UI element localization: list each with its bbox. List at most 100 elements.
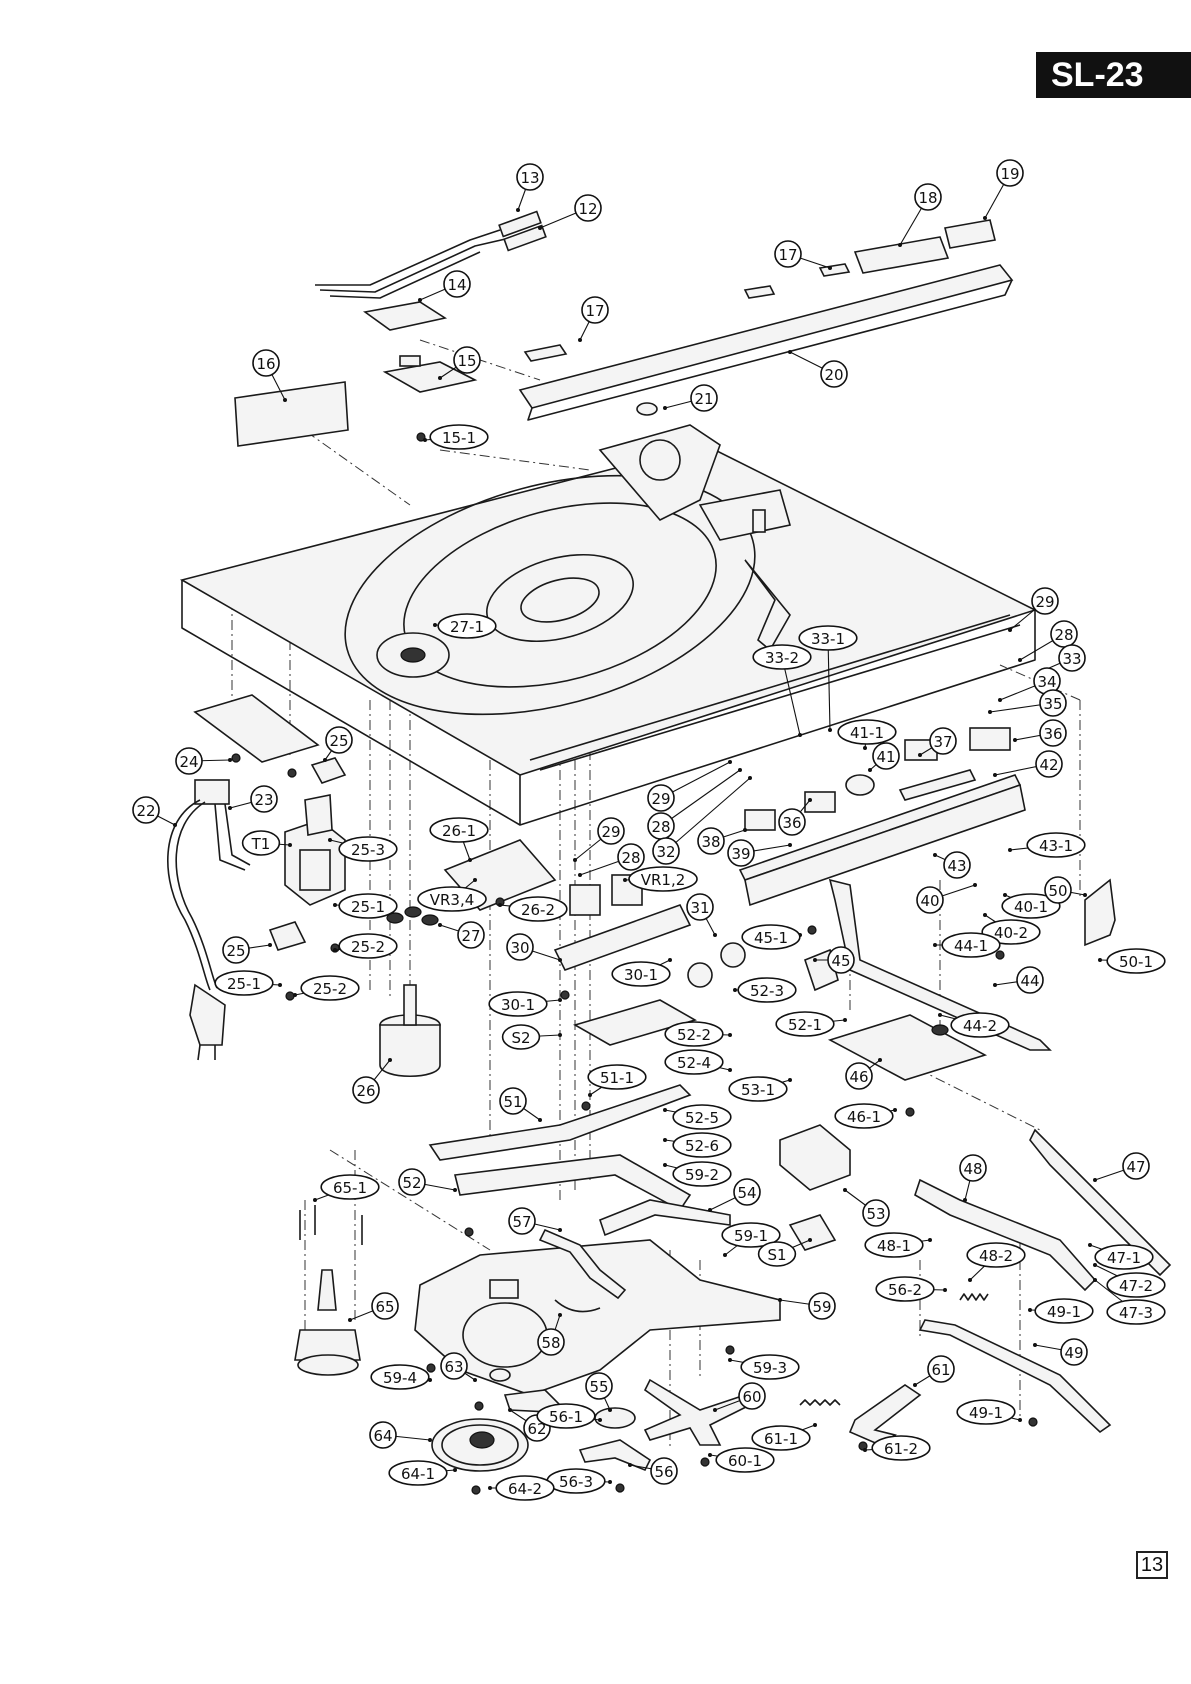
callout-bubble bbox=[914, 183, 942, 211]
callout-number: 45 bbox=[831, 952, 850, 970]
lever-56 bbox=[578, 1439, 652, 1472]
callout-leader-tip bbox=[473, 1378, 477, 1382]
callout-bubble bbox=[956, 1399, 1016, 1425]
callout-bubble bbox=[457, 921, 485, 949]
gear-64 bbox=[431, 1418, 529, 1472]
callout-bubble bbox=[664, 1021, 724, 1047]
callout-leader-tip bbox=[558, 958, 562, 962]
callout-bubble bbox=[1039, 689, 1067, 717]
callout-bubble bbox=[672, 1132, 732, 1158]
callout-bubble bbox=[437, 613, 497, 639]
callout-bubble bbox=[250, 785, 278, 813]
callout-leader-tip bbox=[993, 983, 997, 987]
callout-number: 36 bbox=[1043, 725, 1062, 743]
callout-leader-tip bbox=[228, 758, 232, 762]
callout-leader-tip bbox=[893, 1108, 897, 1112]
roller-63 bbox=[489, 1368, 511, 1382]
callout-number: 54 bbox=[737, 1184, 756, 1202]
callout-number: 38 bbox=[701, 833, 720, 851]
callout-bubble bbox=[808, 1292, 836, 1320]
callout-number: 16 bbox=[256, 355, 275, 373]
callout-leader-tip bbox=[983, 913, 987, 917]
callout-leader-tip bbox=[598, 1418, 602, 1422]
callout-bubble bbox=[241, 830, 281, 856]
callout-37: 37 bbox=[918, 727, 957, 757]
callout-S1: S1 bbox=[757, 1238, 812, 1267]
callout-bubble bbox=[845, 1062, 873, 1090]
lever-49 bbox=[918, 1319, 1112, 1434]
callout-bubble bbox=[222, 936, 250, 964]
callout-number: 40-2 bbox=[994, 924, 1028, 942]
callout-number: 59 bbox=[812, 1298, 831, 1316]
callout-52-4: 52-4 bbox=[664, 1049, 732, 1075]
callout-bubble bbox=[611, 961, 671, 987]
callout-number: S1 bbox=[767, 1246, 786, 1264]
callout-leader-tip bbox=[708, 1453, 712, 1457]
callout-number: 19 bbox=[1000, 165, 1019, 183]
callout-number: 61 bbox=[931, 1361, 950, 1379]
callout-21: 21 bbox=[663, 384, 718, 412]
grommets bbox=[386, 906, 439, 926]
callout-bubble bbox=[574, 194, 602, 222]
callout-leader-tip bbox=[1028, 1308, 1032, 1312]
lever-57 bbox=[538, 1228, 627, 1300]
callout-20: 20 bbox=[788, 350, 848, 388]
callout-bubble bbox=[943, 851, 971, 879]
callout-bubble bbox=[1106, 948, 1166, 974]
callout-leader-tip bbox=[1083, 893, 1087, 897]
callout-bubble bbox=[929, 727, 957, 755]
callout-52-5: 52-5 bbox=[663, 1104, 732, 1130]
callout-47-2: 47-2 bbox=[1093, 1263, 1166, 1298]
callout-bubble bbox=[398, 1168, 426, 1196]
callout-leader-tip bbox=[313, 1198, 317, 1202]
bracket-53 bbox=[779, 1124, 851, 1191]
callout-number: 50-1 bbox=[1119, 953, 1153, 971]
callout-number: 55 bbox=[589, 1378, 608, 1396]
callout-leader-tip bbox=[468, 858, 472, 862]
callout-leader-tip bbox=[808, 798, 812, 802]
callout-46: 46 bbox=[845, 1058, 882, 1090]
callout-leader-tip bbox=[993, 773, 997, 777]
callout-number: 59-1 bbox=[734, 1227, 768, 1245]
callout-leader-tip bbox=[323, 758, 327, 762]
callout-leader-tip bbox=[813, 1423, 817, 1427]
callout-bubble bbox=[516, 163, 544, 191]
callout-leader-tip bbox=[788, 350, 792, 354]
callout-bubble bbox=[443, 270, 471, 298]
callout-59-3: 59-3 bbox=[728, 1354, 800, 1380]
callout-bubble bbox=[506, 933, 534, 961]
callout-number: 58 bbox=[541, 1334, 560, 1352]
screws bbox=[231, 432, 1038, 1495]
callout-leader-line bbox=[665, 777, 751, 852]
callout-bubble bbox=[320, 1174, 380, 1200]
callout-30-1: 30-1 bbox=[488, 991, 562, 1017]
callout-number: 52-3 bbox=[750, 982, 784, 1000]
callout-number: 48 bbox=[963, 1160, 982, 1178]
callout-VR3,4: VR3,4 bbox=[417, 878, 487, 912]
callout-bubble bbox=[1044, 876, 1072, 904]
callout-bubble bbox=[1106, 1272, 1166, 1298]
callout-49: 49 bbox=[1033, 1338, 1088, 1366]
callout-29: 29 bbox=[647, 760, 732, 812]
callout-bubble bbox=[1001, 893, 1061, 919]
callout-bubble bbox=[650, 1457, 678, 1485]
callout-number: 30-1 bbox=[624, 966, 658, 984]
callout-bubble bbox=[453, 346, 481, 374]
callout-leader-tip bbox=[663, 1163, 667, 1167]
callout-number: 22 bbox=[136, 802, 155, 820]
callout-43: 43 bbox=[933, 851, 971, 879]
spring-48-2 bbox=[959, 1293, 989, 1301]
callout-bubble bbox=[501, 1024, 541, 1050]
callout-bubble bbox=[737, 977, 797, 1003]
callout-bubble bbox=[715, 1447, 775, 1473]
callout-leader-tip bbox=[288, 843, 292, 847]
callout-number: 13 bbox=[520, 169, 539, 187]
callout-bubble bbox=[1039, 719, 1067, 747]
callout-47-1: 47-1 bbox=[1088, 1243, 1154, 1270]
callout-54: 54 bbox=[708, 1178, 761, 1212]
callout-bubble bbox=[508, 896, 568, 922]
callout-leader-tip bbox=[868, 768, 872, 772]
lever-60 bbox=[643, 1378, 752, 1446]
callout-bubble bbox=[617, 843, 645, 871]
callout-bubble bbox=[652, 837, 680, 865]
